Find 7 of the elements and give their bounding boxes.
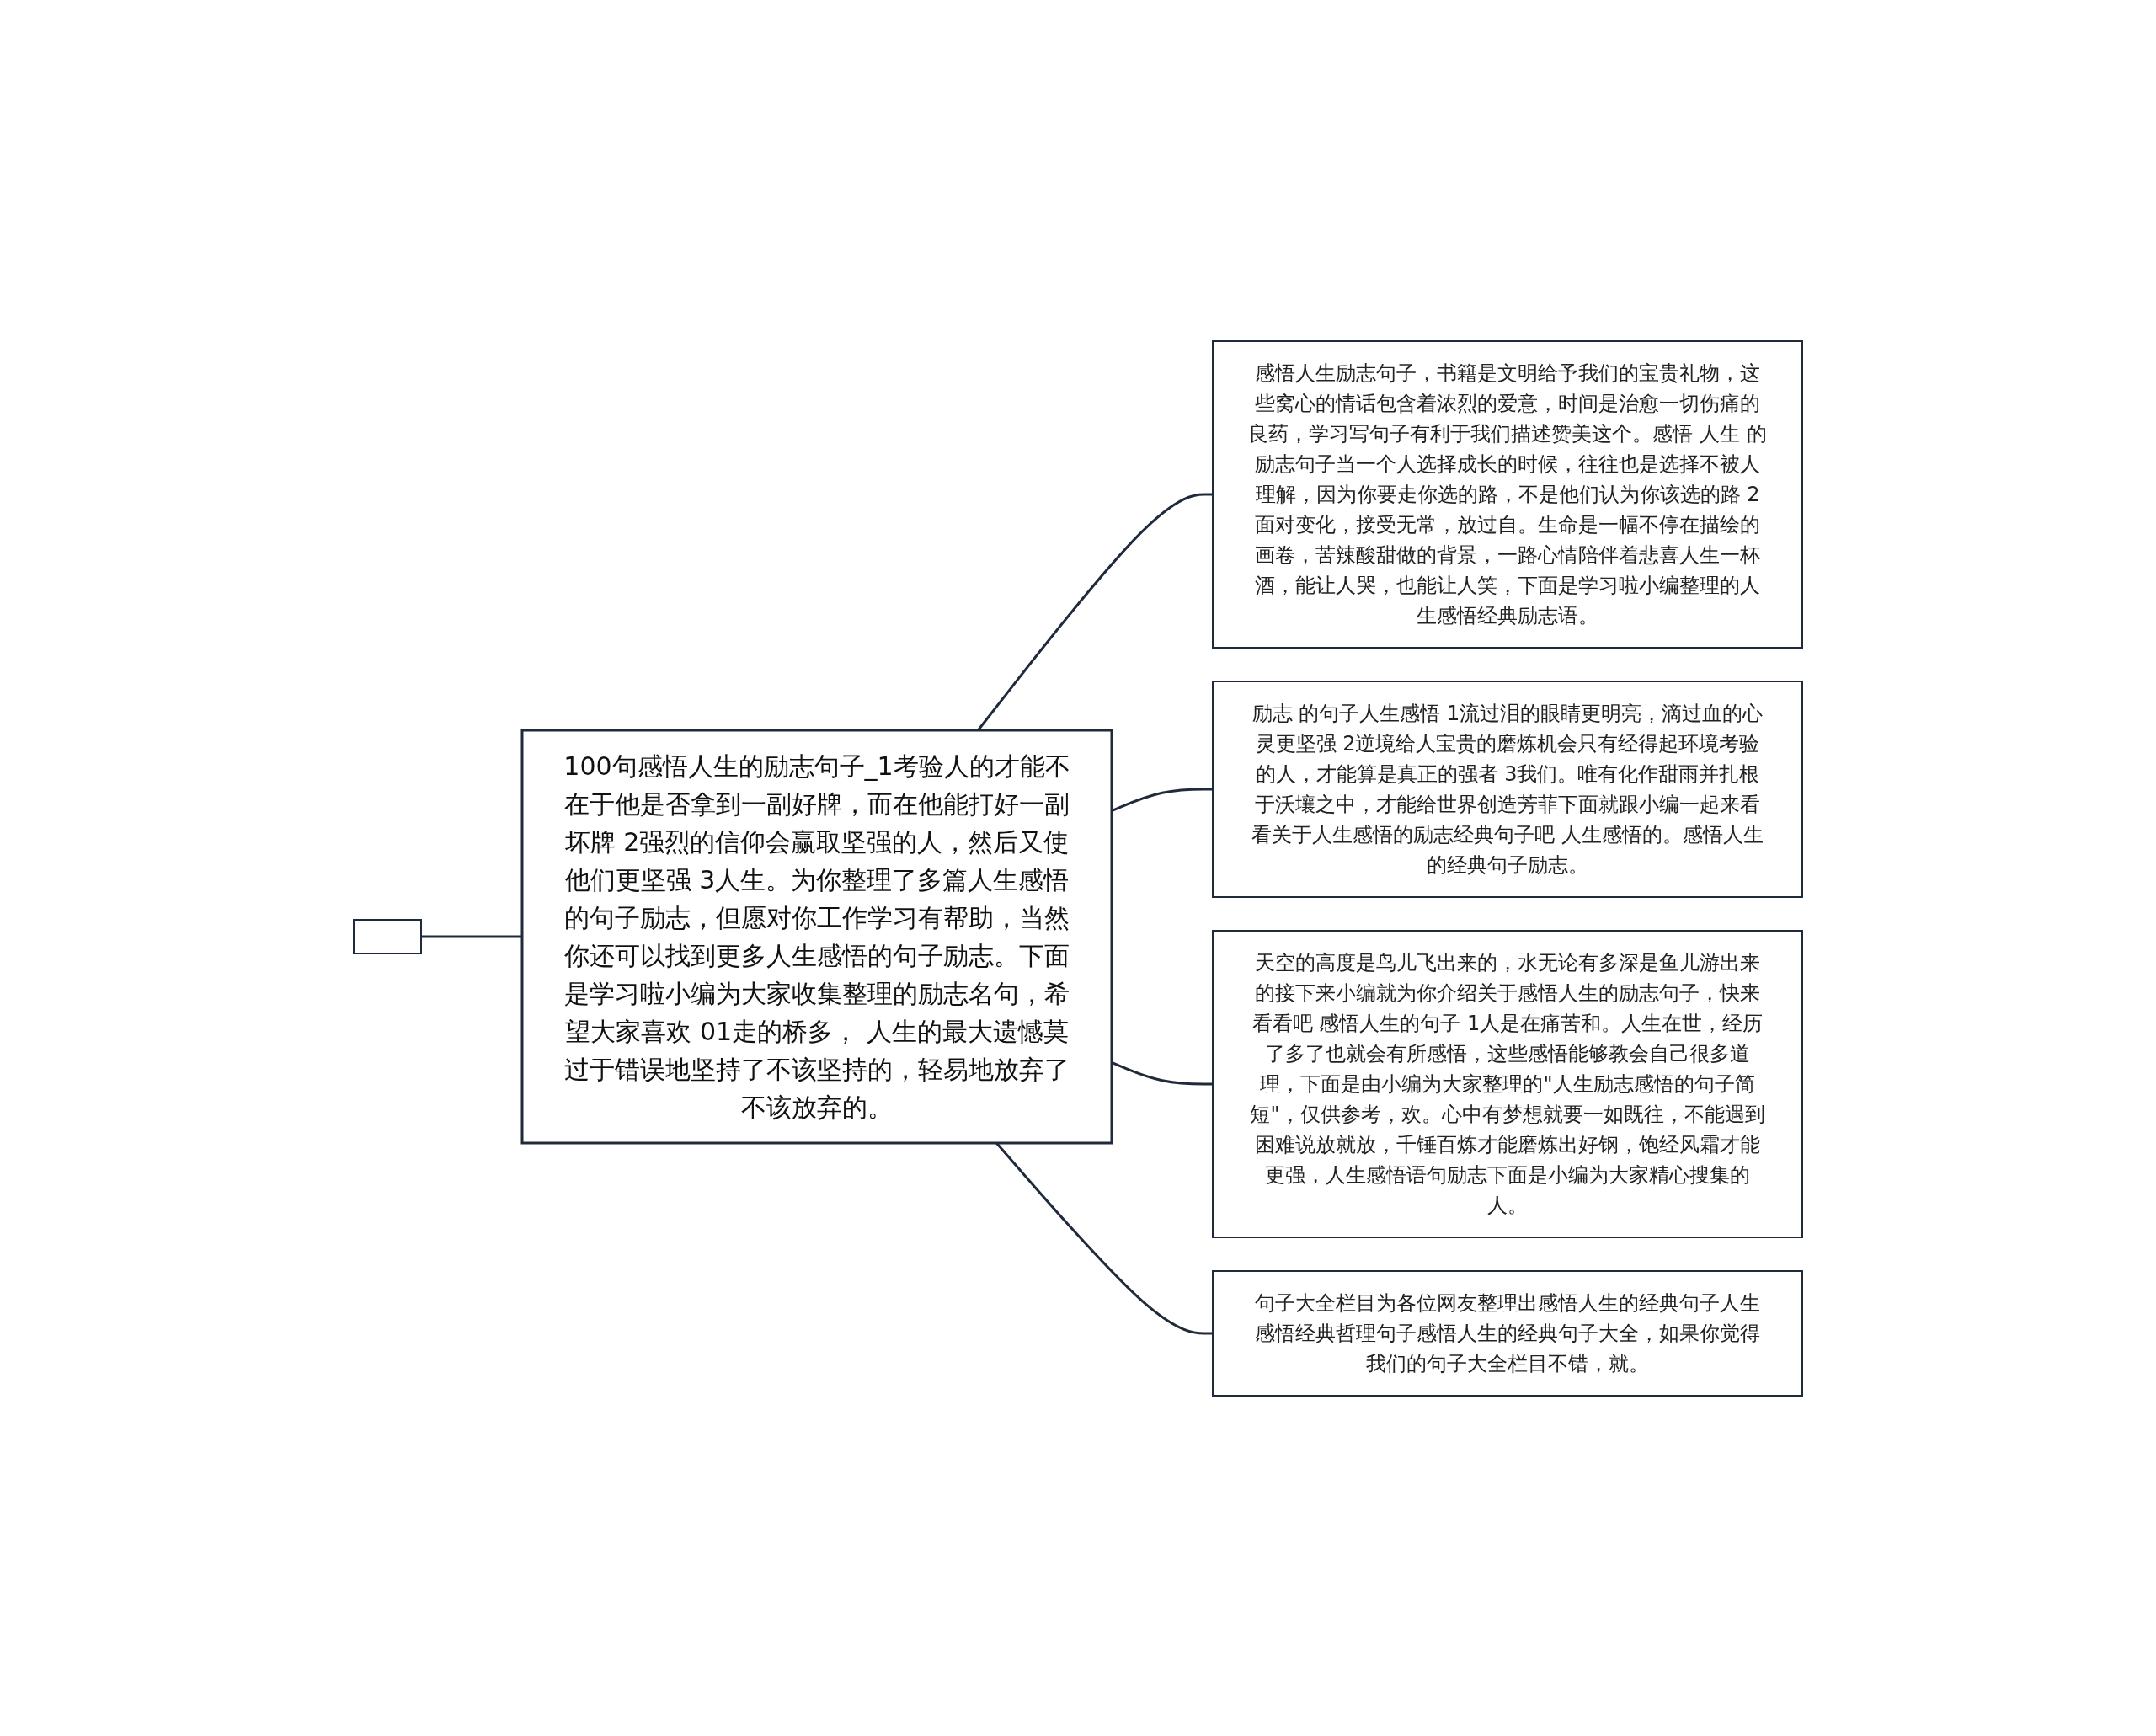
node-box: 天空的高度是鸟儿飞出来的，水无论有多深是鱼儿游出来的接下来小编就为你介绍关于感悟人生的励志句子，快来看看吧 感悟人生的句子 1人是在痛苦和。人生在世，经历了多了也就会有所感悟，这些感悟能够教会自己很多道理，下面是由小编为大家整理的"人生励志感悟的句子简短"，仅供参考，欢。心中有梦想就要一如既往，不能遇到困难说放就放，千锤百炼才能磨炼出好钢，饱经风霜才能更强，人生感悟语句励志下面是小编为大家精心搜集的人。 [1212, 929, 1803, 1238]
node-box: 励志 的句子人生感悟 1流过泪的眼睛更明亮，滴过血的心灵更坚强 2逆境给人宝贵的磨炼机会只有经得起环境考验的人，才能算是真正的强者 3我们。唯有化作甜雨并扎根于沃壤之中，才能给世界创造芳菲下面就跟小编一起来看看关于人生感悟的励志经典句子吧 人生感悟的。感悟人生的经典句子励志。 [1212, 680, 1803, 898]
node-box: 句子大全栏目为各位网友整理出感悟人生的经典句子人生感悟经典哲理句子感悟人生的经典句子大全，如果你觉得我们的句子大全栏目不错，就。 [1212, 1269, 1803, 1397]
node-box: 感悟人生励志句子，书籍是文明给予我们的宝贵礼物，这些窝心的情话包含着浓烈的爱意，时间是治愈一切伤痛的良药，学习写句子有利于我们描述赞美这个。感悟 人生 的励志句子当一个人选择成长的时候，往往也是选择不被人理解，因为你要走你选的路，不是他们认为你该选的路 2面对变化，接受无常，放过自。生命是一幅不停在描绘的画卷，苦辣酸甜做的背景，一路心情陪伴着悲喜人生一杯酒，能让人哭，也能让人笑，下面是学习啦小编整理的人生感悟经典励志语。 [1212, 339, 1803, 649]
connector [421, 935, 522, 937]
node-box: 100句感悟人生的励志句子_1考验人的才能不在于他是否拿到一副好牌，而在他能打好一副坏牌 2强烈的信仰会赢取坚强的人，然后又使他们更坚强 3人生。为你整理了多篇人生感悟的句子励志，但愿对你工作学习有帮助，当然你还可以找到更多人生感悟的句子励志。下面是学习啦小编为大家收集整理的励志名句，希望大家喜欢 01走的桥多， 人生的最大遗憾莫过于错误地坚持了不该坚持的，轻易地放弃了不该放弃的。 [520, 729, 1113, 1144]
node-box [353, 918, 422, 954]
